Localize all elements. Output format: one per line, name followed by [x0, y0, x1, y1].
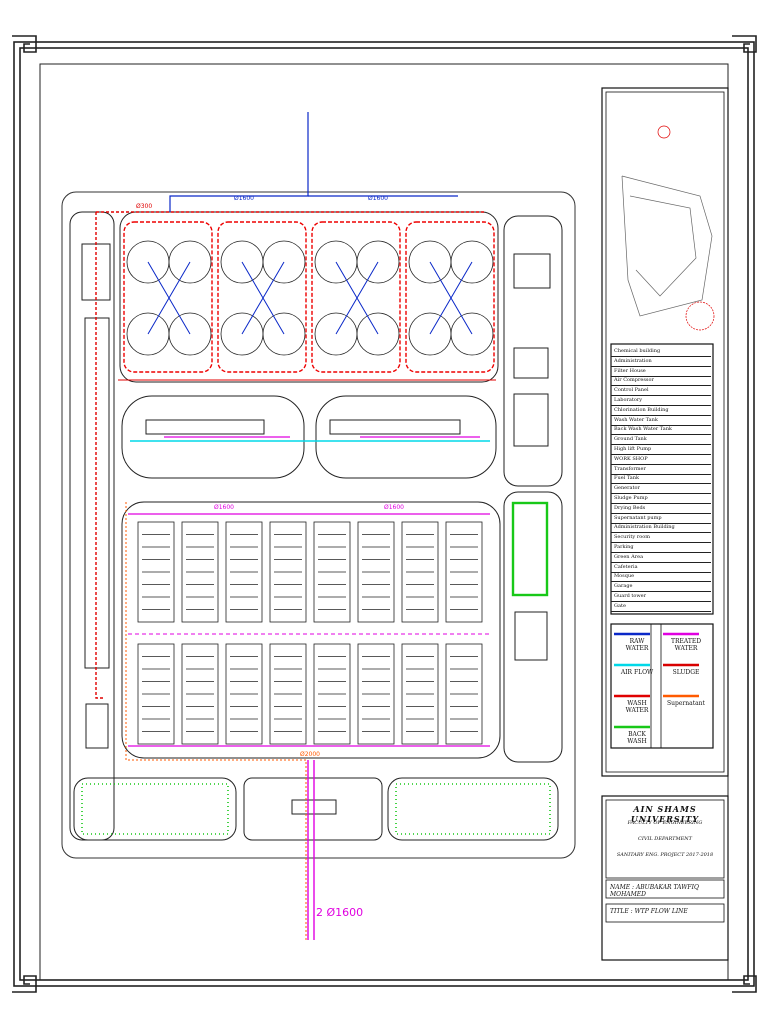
filter-unit: [137, 643, 175, 745]
filter-unit: [445, 643, 483, 745]
key-label: BACK WASH: [627, 731, 647, 745]
legend-row: Control Panel: [611, 385, 711, 397]
filter-unit: [357, 643, 395, 745]
legend-row: Air Compressor: [611, 375, 711, 387]
line-key: [614, 632, 699, 729]
key-label: SLUDGE: [672, 669, 700, 676]
pipe-label: Ø2000: [300, 751, 320, 758]
filter-unit: [401, 521, 439, 623]
main-pipes: [95, 112, 496, 942]
title-block-frame: [601, 87, 729, 961]
legend-row: Security room: [611, 532, 711, 544]
drawing-title: TITLE : WTP FLOW LINE: [610, 908, 688, 915]
legend-row: Laboratory: [611, 395, 711, 406]
key-label: WASH WATER: [625, 700, 649, 714]
filter-unit: [137, 521, 175, 623]
drying-beds-column: [69, 211, 115, 841]
student-name: NAME : ABUBAKAR TAWFIQ MOHAMED: [610, 884, 699, 898]
filter-unit: [313, 521, 351, 623]
legend-row: Wash Water Tank: [611, 415, 711, 426]
key-label: RAW WATER: [625, 638, 649, 652]
green-areas: [73, 777, 559, 841]
legend-row: Filter House: [611, 366, 711, 377]
legend-row: Back Wash Water Tank: [611, 424, 711, 436]
key-label: TREATED WATER: [670, 638, 702, 652]
legend-row: Drying Beds: [611, 503, 711, 514]
location-map: [621, 125, 715, 331]
filter-unit: [401, 643, 439, 745]
right-buildings: [503, 215, 563, 763]
filter-unit: [269, 521, 307, 623]
project-name: SANITARY ENG. PROJECT 2017-2018: [616, 852, 714, 858]
legend-row: WORK SHOP: [611, 454, 711, 465]
pipe-labels: Ø1600 Ø1600 Ø300 Ø1600 Ø1600 Ø2000 2 Ø16…: [136, 195, 404, 919]
legend-row: Administration Building: [611, 522, 711, 534]
legend-row: Chemical building: [611, 346, 711, 357]
legend-row: Transformer: [611, 464, 711, 475]
legend-row: Guard tower: [611, 591, 711, 602]
legend-row: Parking: [611, 542, 711, 553]
legend-row: Ground Tank: [611, 434, 711, 446]
filter-unit: [225, 521, 263, 623]
filter-unit: [357, 521, 395, 623]
pipe-label: 2 Ø1600: [316, 906, 363, 919]
key-label: AIR FLOW: [620, 669, 654, 676]
flocculation-tanks: [121, 395, 497, 479]
legend-row: Administration: [611, 356, 711, 367]
site-boundary: [61, 191, 576, 859]
filter-unit: [181, 643, 219, 745]
faculty-name: FACULTY OF ENGINEERING: [627, 820, 703, 826]
legend-row: Fuel Tank: [611, 473, 711, 485]
filter-unit: [181, 521, 219, 623]
legend-row: Cafeteria: [611, 562, 711, 573]
legend-row: Mosque: [611, 571, 711, 583]
pipe-label: Ø1600: [368, 195, 388, 202]
legend-row: Generator: [611, 483, 711, 495]
key-label: Supernatant: [667, 700, 705, 707]
sedimentation-tanks: [119, 211, 499, 383]
department-name: CIVIL DEPARTMENT: [638, 836, 692, 842]
filter-unit: [269, 643, 307, 745]
legend-row: Green Area: [611, 552, 711, 563]
pipe-label: Ø1600: [214, 504, 234, 511]
legend-row: Chlorination Building: [611, 405, 711, 416]
filter-unit: [225, 643, 263, 745]
legend-row: Gate: [611, 601, 711, 612]
university-name: AIN SHAMS UNIVERSITY: [630, 804, 700, 824]
filter-unit: [445, 521, 483, 623]
filter-units: [121, 501, 501, 759]
legend-row: High lift Pump: [611, 444, 711, 455]
pipe-label: Ø1600: [234, 195, 254, 202]
pipe-label: Ø1600: [384, 504, 404, 511]
filter-unit: [313, 643, 351, 745]
legend-row: Sludge Pump: [611, 493, 711, 504]
legend-row: Supernatant pump: [611, 513, 711, 524]
pipe-label: Ø300: [136, 203, 152, 210]
legend-row: Garage: [611, 581, 711, 593]
